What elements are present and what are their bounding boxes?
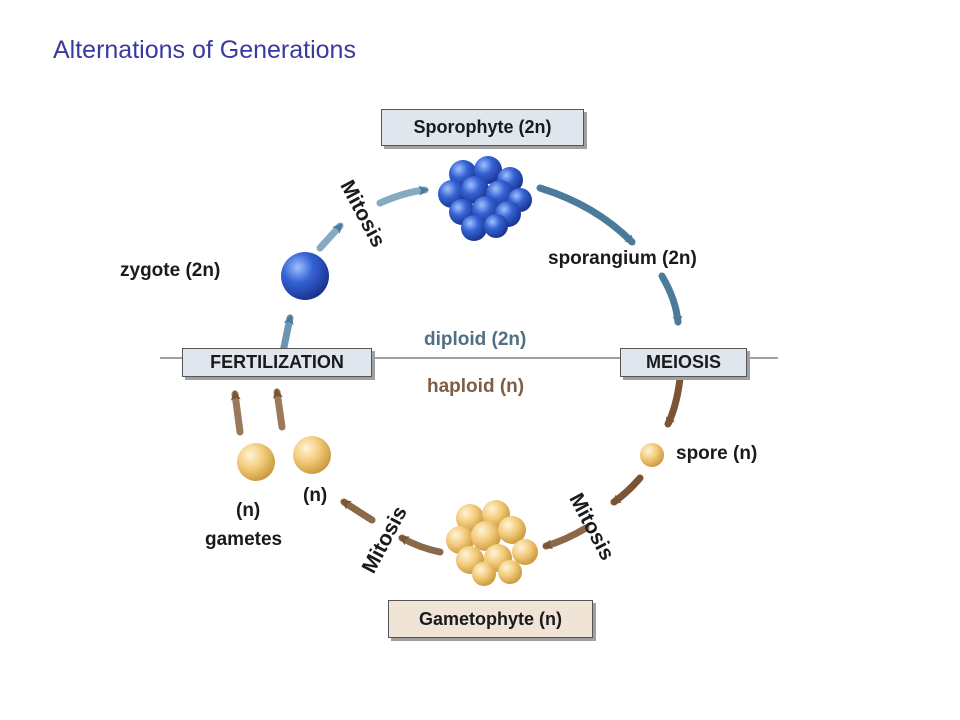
haploid-label: haploid (n) [427, 376, 525, 397]
gamete-right-ploidy-label: (n) [303, 485, 328, 506]
meiosis-box: MEIOSIS [620, 348, 747, 377]
arrow-spore-to-mitosis [610, 474, 644, 506]
gamete-cells [237, 436, 331, 481]
page-title: Alternations of Generations [53, 36, 356, 64]
arrow-sporangium-to-meiosis [658, 272, 683, 326]
arrow-mitosis-to-gametophyte [542, 524, 590, 550]
sporangium-label: sporangium (2n) [548, 248, 697, 269]
sporophyte-box: Sporophyte (2n) [381, 109, 584, 146]
fertilization-label: FERTILIZATION [210, 352, 344, 372]
sporophyte-label: Sporophyte (2n) [413, 117, 552, 137]
diploid-label: diploid (2n) [424, 329, 527, 350]
gametophyte-label: Gametophyte (n) [418, 608, 562, 629]
gamete-left [237, 443, 275, 481]
arrow-mitosis-to-gametes [340, 498, 376, 524]
arrow-sporophyte-to-sporangium [536, 184, 636, 246]
arrow-fertilization-to-zygote [279, 314, 294, 356]
spore-label: spore (n) [676, 443, 758, 464]
arrow-mitosis-to-sporophyte [376, 185, 429, 207]
meiosis-label: MEIOSIS [645, 352, 721, 372]
arrow-gametophyte-to-mitosis [398, 534, 444, 556]
arrow-gamete-left-to-fertilization [230, 390, 244, 436]
haploid-arrows [230, 374, 684, 556]
gametophyte-cell-cluster [446, 500, 538, 586]
gametophyte-box: Gametophyte (n) [388, 600, 593, 638]
zygote-label: zygote (2n) [120, 260, 221, 281]
arrow-meiosis-to-spore [664, 374, 684, 428]
arrow-gamete-right-to-fertilization [272, 388, 286, 431]
zygote-cell [281, 252, 329, 300]
gametes-label: gametes [205, 529, 283, 550]
arrow-zygote-to-mitosis [316, 222, 344, 252]
spore-cell [640, 443, 664, 467]
gamete-right [293, 436, 331, 474]
gamete-left-ploidy-label: (n) [236, 500, 261, 521]
diploid-arrows [279, 184, 683, 356]
fertilization-box: FERTILIZATION [182, 348, 372, 377]
sporophyte-cell-cluster [438, 156, 532, 241]
